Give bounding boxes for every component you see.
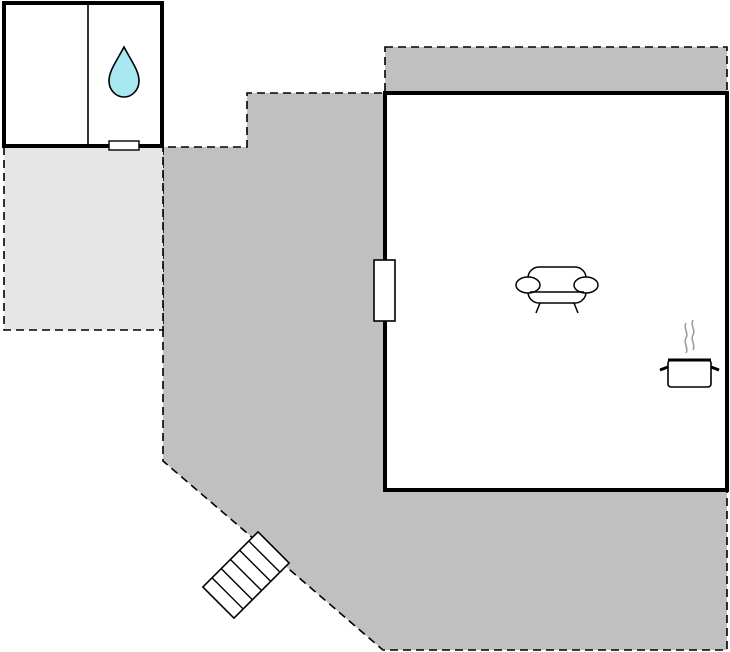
sofa-icon	[515, 266, 599, 314]
cooking-pot-icon	[659, 319, 720, 388]
terrace-area	[3, 146, 164, 331]
stairs-icon	[201, 530, 291, 620]
main-room-door	[373, 259, 396, 322]
water-drop-icon	[108, 45, 140, 98]
bathroom-door	[108, 140, 140, 151]
